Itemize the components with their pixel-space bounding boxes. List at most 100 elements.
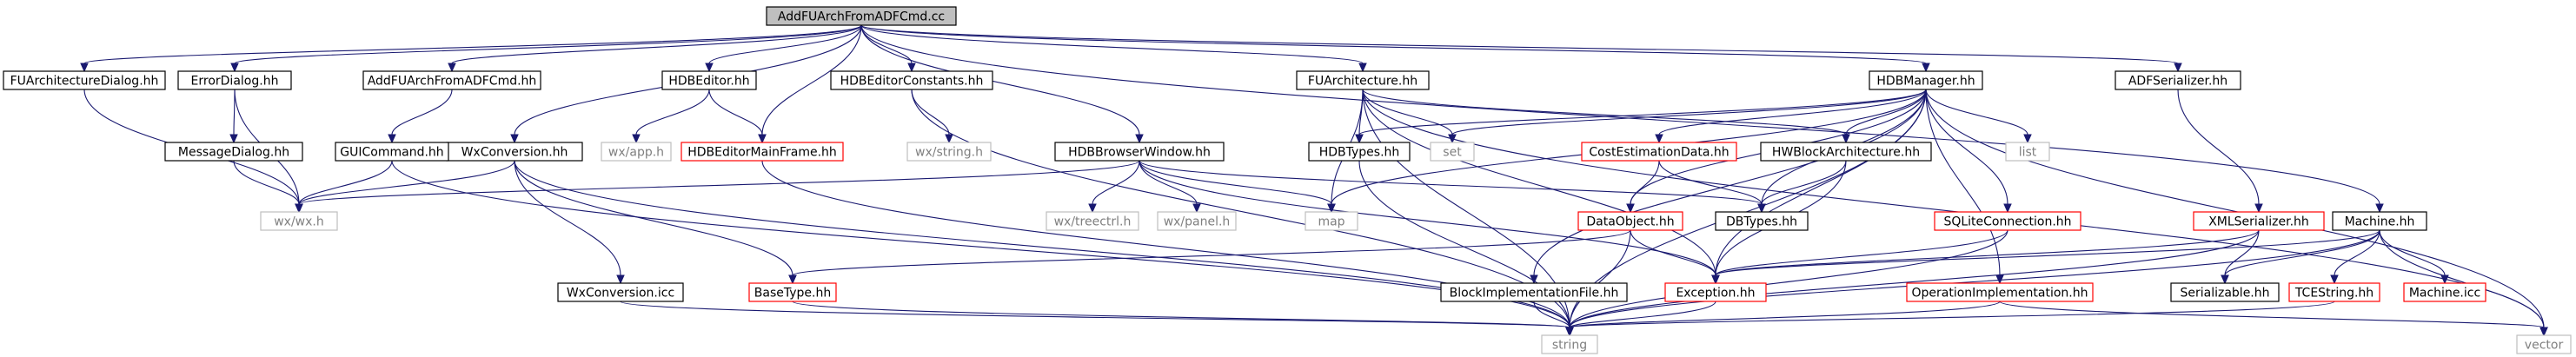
edge-line xyxy=(1715,229,2380,276)
edge-line xyxy=(792,301,1570,328)
node-label: HDBBrowserWindow.hh xyxy=(1068,146,1211,160)
node-hdbeditor-hh[interactable]: HDBEditor.hh xyxy=(661,70,757,90)
node-wxconversion-icc[interactable]: WxConversion.icc xyxy=(557,282,684,302)
edge-wxconv-to-basetype xyxy=(514,160,797,285)
node-fuarchitecture-hh[interactable]: FUArchitecture.hh xyxy=(1296,70,1430,90)
edge-tcestr-to-string xyxy=(1565,301,2335,337)
edge-arrowhead xyxy=(2330,274,2339,285)
node-blockimplementationfile-hh[interactable]: BlockImplementationFile.hh xyxy=(1440,282,1628,302)
edge-line xyxy=(1715,229,2260,276)
node-layer: AddFUArchFromADFCmd.ccFUArchitectureDial… xyxy=(3,6,2572,354)
node-label: DataObject.hh xyxy=(1586,215,1674,229)
edge-arrowhead xyxy=(1135,134,1144,144)
edge-line xyxy=(1139,160,1716,276)
node-list[interactable]: list xyxy=(2005,142,2050,162)
node-wx-panel-h[interactable]: wx/panel.h xyxy=(1157,211,1237,231)
node-hdbeditorconstants-hh[interactable]: HDBEditorConstants.hh xyxy=(830,70,993,90)
node-string[interactable]: string xyxy=(1541,334,1598,354)
node-label: MessageDialog.hh xyxy=(178,146,289,160)
node-costestimationdata-hh[interactable]: CostEstimationData.hh xyxy=(1581,142,1737,162)
node-machine-hh[interactable]: Machine.hh xyxy=(2332,211,2427,231)
edge-line xyxy=(792,229,1631,276)
edge-layer xyxy=(80,24,2548,337)
edge-line xyxy=(1761,160,1847,205)
edge-root-to-fuad xyxy=(80,24,862,73)
node-machine-icc[interactable]: Machine.icc xyxy=(2403,282,2486,302)
edge-arrowhead xyxy=(2023,134,2032,144)
node-exception-hh[interactable]: Exception.hh xyxy=(1664,282,1767,302)
node-hdbtypes-hh[interactable]: HDBTypes.hh xyxy=(1308,142,1411,162)
edge-arrowhead xyxy=(1842,134,1850,144)
node-guicommand-hh[interactable]: GUICommand.hh xyxy=(335,142,449,162)
node-tcestring-hh[interactable]: TCEString.hh xyxy=(2288,282,2380,302)
node-box xyxy=(362,70,541,90)
edge-line xyxy=(298,160,393,205)
edge-line xyxy=(1925,89,2008,205)
node-sqliteconnection-hh[interactable]: SQLiteConnection.hh xyxy=(1934,211,2081,231)
node-wx-app-h[interactable]: wx/app.h xyxy=(601,142,672,162)
edge-arrowhead xyxy=(1448,134,1457,144)
node-box xyxy=(335,142,449,162)
node-dbtypes-hh[interactable]: DBTypes.hh xyxy=(1715,211,1809,231)
edge-wxconv-to-wxconvicc xyxy=(514,160,625,285)
node-box xyxy=(1440,282,1628,302)
edge-line xyxy=(1999,301,2545,328)
node-box xyxy=(1430,142,1475,162)
node-box xyxy=(2403,282,2486,302)
edge-arrowhead xyxy=(1655,134,1663,144)
node-label: XMLSerializer.hh xyxy=(2208,215,2309,229)
node-label: HDBManager.hh xyxy=(1876,75,1975,89)
node-set[interactable]: set xyxy=(1430,142,1475,162)
edge-arrowhead xyxy=(2375,203,2384,214)
edge-arrowhead xyxy=(1922,63,1930,73)
node-hdbmanager-hh[interactable]: HDBManager.hh xyxy=(1869,70,1983,90)
edge-wxconvicc-to-string xyxy=(620,301,1574,337)
node-map[interactable]: map xyxy=(1305,211,1358,231)
node-operationimplementation-hh[interactable]: OperationImplementation.hh xyxy=(1906,282,2094,302)
edge-arrowhead xyxy=(2003,203,2012,214)
node-basetype-hh[interactable]: BaseType.hh xyxy=(748,282,837,302)
edge-machine-to-vector xyxy=(2379,229,2548,337)
node-hdbbrowserwindow-hh[interactable]: HDBBrowserWindow.hh xyxy=(1054,142,1225,162)
edge-line xyxy=(860,24,1140,136)
edge-root-to-fuarch xyxy=(860,24,1367,73)
node-label: ADFSerializer.hh xyxy=(2128,75,2227,89)
edge-arrowhead xyxy=(1626,203,1635,214)
node-dataobject-hh[interactable]: DataObject.hh xyxy=(1577,211,1683,231)
edge-hwblock-to-dbtypes xyxy=(1757,160,1847,214)
node-label: TCEString.hh xyxy=(2294,287,2374,301)
node-vector[interactable]: vector xyxy=(2516,334,2572,354)
edge-arrowhead xyxy=(80,63,89,73)
node-box xyxy=(1664,282,1767,302)
node-serializable-hh[interactable]: Serializable.hh xyxy=(2170,282,2280,302)
node-wx-wx-h[interactable]: wx/wx.h xyxy=(260,211,338,231)
node-label: DBTypes.hh xyxy=(1726,215,1797,229)
node-messagedialog-hh[interactable]: MessageDialog.hh xyxy=(164,142,303,162)
node-wxconversion-hh[interactable]: WxConversion.hh xyxy=(446,142,583,162)
edge-fuarch-to-set xyxy=(1362,89,1457,144)
edge-root-to-hdbbrw xyxy=(860,24,1144,144)
edge-arrowhead xyxy=(945,134,953,144)
node-xmlserializer-hh[interactable]: XMLSerializer.hh xyxy=(2193,211,2325,231)
edge-line xyxy=(514,160,793,276)
node-fuarchitecturedialog-hh[interactable]: FUArchitectureDialog.hh xyxy=(3,70,166,90)
node-adfserializer-hh[interactable]: ADFSerializer.hh xyxy=(2115,70,2241,90)
edge-line xyxy=(83,24,862,64)
node-hdbeditormainframe-hh[interactable]: HDBEditorMainFrame.hh xyxy=(681,142,844,162)
node-wx-treectrl-h[interactable]: wx/treectrl.h xyxy=(1046,211,1139,231)
node-box xyxy=(1577,211,1683,231)
node-wx-string-h[interactable]: wx/string.h xyxy=(906,142,992,162)
edge-arrowhead xyxy=(2221,274,2229,285)
edge-line xyxy=(860,24,1927,64)
node-hwblockarchitecture-hh[interactable]: HWBlockArchitecture.hh xyxy=(1760,142,1932,162)
node-label: BaseType.hh xyxy=(754,287,831,301)
node-addfuarchfromadfcmd-hh[interactable]: AddFUArchFromADFCmd.hh xyxy=(362,70,541,90)
edge-arrowhead xyxy=(2254,203,2263,214)
edge-arrowhead xyxy=(448,63,456,73)
edge-line xyxy=(1139,160,1763,205)
node-addfuarchfromadfcmd-cc[interactable]: AddFUArchFromADFCmd.cc xyxy=(766,6,957,26)
edge-arrowhead xyxy=(2539,327,2548,337)
edge-hdbmgr-to-set xyxy=(1448,89,1927,144)
node-label: ErrorDialog.hh xyxy=(191,75,279,89)
node-errordialog-hh[interactable]: ErrorDialog.hh xyxy=(177,70,292,90)
